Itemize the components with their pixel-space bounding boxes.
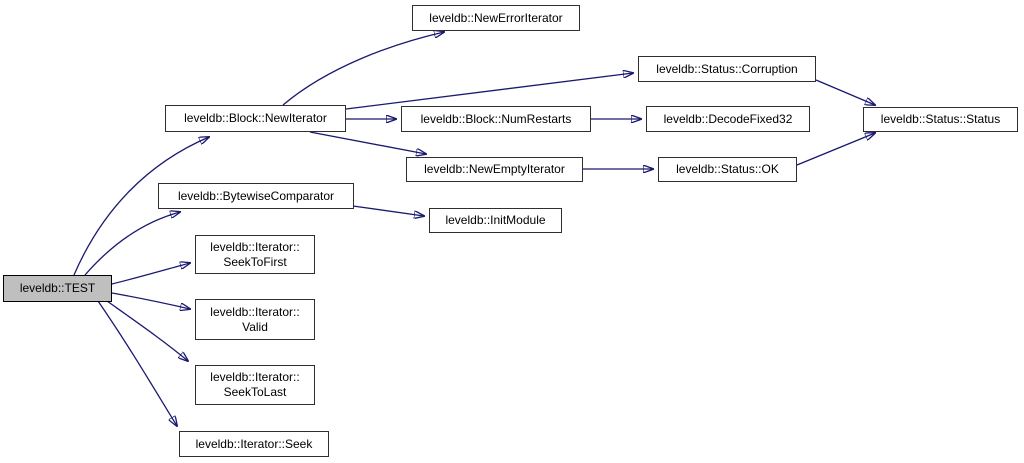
node-iterator-seek-to-first[interactable]: leveldb::Iterator:: SeekToFirst	[195, 235, 315, 274]
edge-test-to-bytewise-comparator	[84, 212, 180, 276]
edge-test-to-valid	[111, 292, 190, 309]
node-decode-fixed32[interactable]: leveldb::DecodeFixed32	[646, 106, 810, 132]
edge-corruption-to-status-status	[815, 79, 875, 105]
node-leveldb-test[interactable]: leveldb::TEST	[3, 275, 112, 302]
edge-test-to-new-iterator	[73, 137, 209, 276]
node-block-num-restarts[interactable]: leveldb::Block::NumRestarts	[401, 106, 591, 132]
node-status-ok[interactable]: leveldb::Status::OK	[658, 157, 797, 182]
edge-status-ok-to-status-status	[796, 133, 875, 166]
node-iterator-valid[interactable]: leveldb::Iterator:: Valid	[195, 299, 315, 340]
node-block-new-iterator[interactable]: leveldb::Block::NewIterator	[165, 105, 346, 132]
edge-test-to-seek	[97, 300, 177, 426]
node-status-corruption[interactable]: leveldb::Status::Corruption	[638, 56, 816, 82]
edge-new-iterator-to-new-error-iterator	[282, 32, 444, 106]
node-status-status[interactable]: leveldb::Status::Status	[863, 107, 1018, 132]
edge-new-iterator-to-new-empty-iterator	[309, 131, 426, 154]
edge-new-iterator-to-corruption	[345, 73, 633, 110]
node-new-empty-iterator[interactable]: leveldb::NewEmptyIterator	[406, 157, 583, 182]
node-new-error-iterator[interactable]: leveldb::NewErrorIterator	[412, 5, 580, 31]
node-init-module[interactable]: leveldb::InitModule	[429, 208, 562, 233]
edge-test-to-seek-to-first	[111, 263, 190, 285]
node-bytewise-comparator[interactable]: leveldb::BytewiseComparator	[158, 183, 354, 209]
node-iterator-seek-to-last[interactable]: leveldb::Iterator:: SeekToLast	[195, 365, 315, 405]
edge-test-to-seek-to-last	[106, 300, 188, 361]
node-iterator-seek[interactable]: leveldb::Iterator::Seek	[179, 431, 329, 457]
edge-bytewise-comparator-to-init-module	[352, 205, 424, 216]
